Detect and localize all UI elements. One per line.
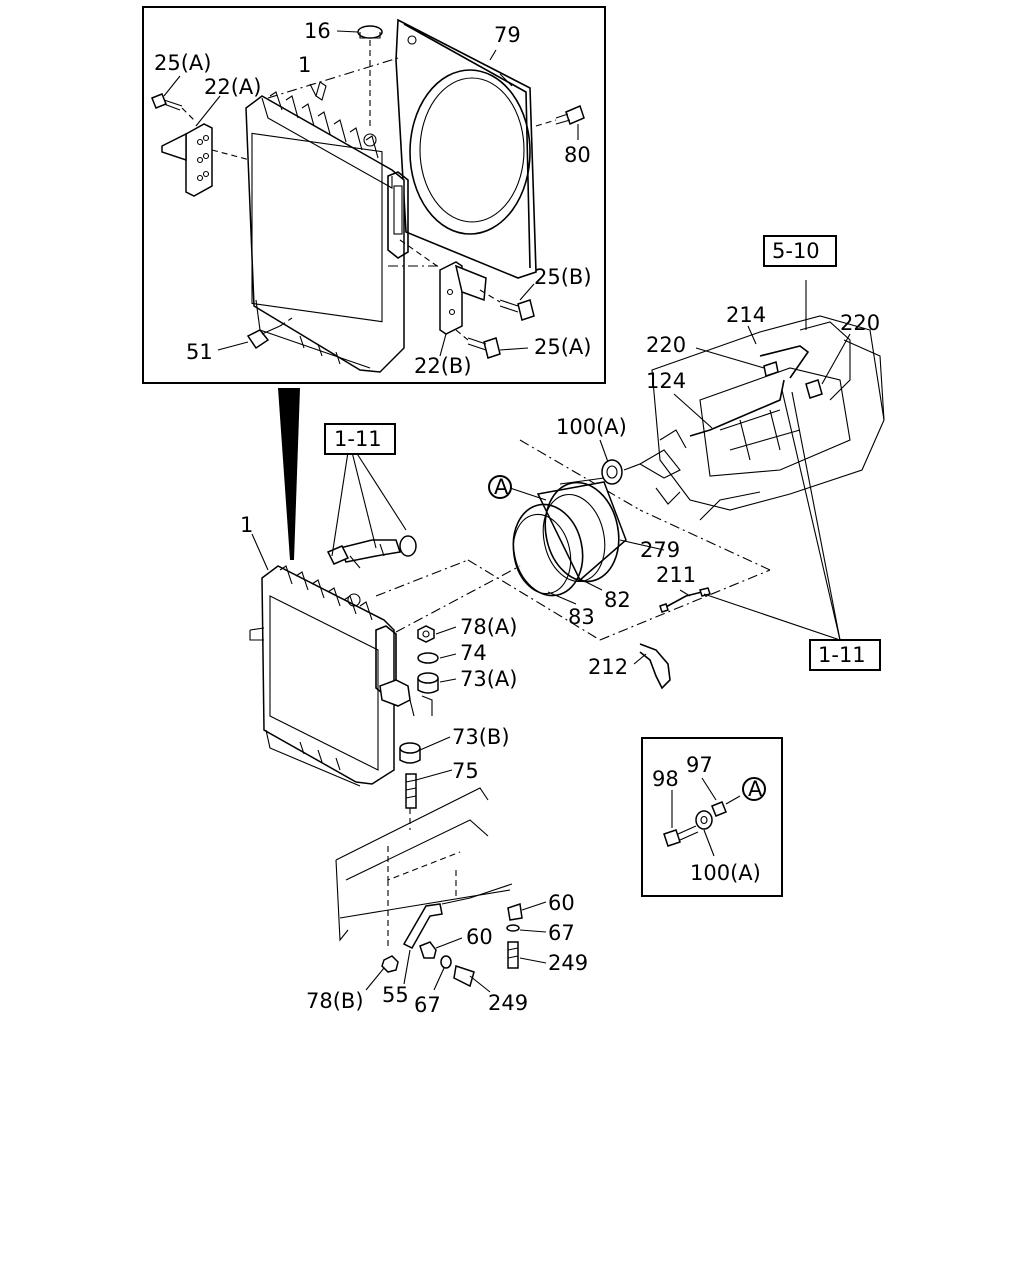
detail-pointer-wedge <box>278 388 300 560</box>
label-1-top: 1 <box>298 53 311 77</box>
small-hose <box>639 587 711 690</box>
ref-box-1-11-top <box>324 423 396 455</box>
label-25a-bottom: 25(A) <box>534 335 591 359</box>
label-214: 214 <box>726 303 766 327</box>
label-16: 16 <box>304 19 331 43</box>
label-100a-detail: 100(A) <box>690 861 761 885</box>
label-55: 55 <box>382 983 409 1007</box>
inset-radiator <box>245 81 409 373</box>
label-212: 212 <box>588 655 628 679</box>
fan-shroud <box>395 18 537 279</box>
label-circle-a-detail: A <box>748 777 763 801</box>
label-79: 79 <box>494 23 521 47</box>
drain-plug-51 <box>246 317 293 350</box>
bolt-80 <box>535 104 585 127</box>
label-80: 80 <box>564 143 591 167</box>
label-98: 98 <box>652 767 679 791</box>
label-83: 83 <box>568 605 595 629</box>
label-124: 124 <box>646 369 686 393</box>
label-100a-top: 100(A) <box>556 415 627 439</box>
circle-a-main <box>488 475 512 499</box>
detail-a-box <box>641 737 783 897</box>
engine-block <box>623 315 885 511</box>
label-ref-5-10: 5-10 <box>772 239 820 263</box>
mount-stack <box>399 625 439 830</box>
label-22b: 22(B) <box>414 354 472 378</box>
inset-frame <box>142 6 606 384</box>
label-211: 211 <box>656 563 696 587</box>
label-73b: 73(B) <box>452 725 510 749</box>
label-ref-1-11-right: 1-11 <box>818 643 866 667</box>
inset-centerline <box>267 57 399 99</box>
main-radiator <box>249 565 433 787</box>
label-22a: 22(A) <box>204 75 261 99</box>
inset-radiator-shroud <box>142 6 606 384</box>
ref-box-5-10 <box>763 235 837 267</box>
bracket-22b <box>399 239 487 335</box>
label-74: 74 <box>460 641 487 665</box>
part-labels: 16 79 25(A) 22(A) 1 80 25(B) 25(A) 51 22… <box>154 19 880 1017</box>
label-220-right: 220 <box>840 311 880 335</box>
label-67-right: 67 <box>548 921 575 945</box>
label-279: 279 <box>640 538 680 562</box>
engine-pipes <box>689 345 823 521</box>
upper-hose <box>326 535 417 569</box>
lower-bracket <box>381 883 523 988</box>
label-67-left: 67 <box>414 993 441 1017</box>
shroud-ring <box>512 477 627 597</box>
inset-leaders <box>163 49 579 357</box>
label-97: 97 <box>686 753 713 777</box>
bolt-25b <box>479 289 535 321</box>
label-220-left: 220 <box>646 333 686 357</box>
bracket-22a <box>161 123 251 197</box>
radiator-cap <box>336 25 383 128</box>
label-51: 51 <box>186 340 213 364</box>
label-60-right: 60 <box>548 891 575 915</box>
main-centerlines <box>375 439 771 641</box>
label-60-left: 60 <box>466 925 493 949</box>
label-249-left: 249 <box>488 991 528 1015</box>
label-1-main: 1 <box>240 513 253 537</box>
label-78a: 78(A) <box>460 615 517 639</box>
label-ref-1-11-top: 1-11 <box>334 427 382 451</box>
circle-a-detail <box>742 777 766 801</box>
label-75: 75 <box>452 759 479 783</box>
label-circle-a-main: A <box>494 475 509 499</box>
bolt-25a-top <box>151 93 197 123</box>
label-73a: 73(A) <box>460 667 517 691</box>
main-leaders <box>251 280 851 993</box>
label-82: 82 <box>604 588 631 612</box>
label-249-right: 249 <box>548 951 588 975</box>
fan-seal <box>601 459 623 485</box>
bolt-25a-bottom <box>455 329 501 359</box>
label-25a-top: 25(A) <box>154 51 211 75</box>
label-25b: 25(B) <box>534 265 592 289</box>
ref-box-1-11-right <box>809 639 881 671</box>
frame-rail <box>335 787 511 950</box>
label-78b: 78(B) <box>306 989 364 1013</box>
